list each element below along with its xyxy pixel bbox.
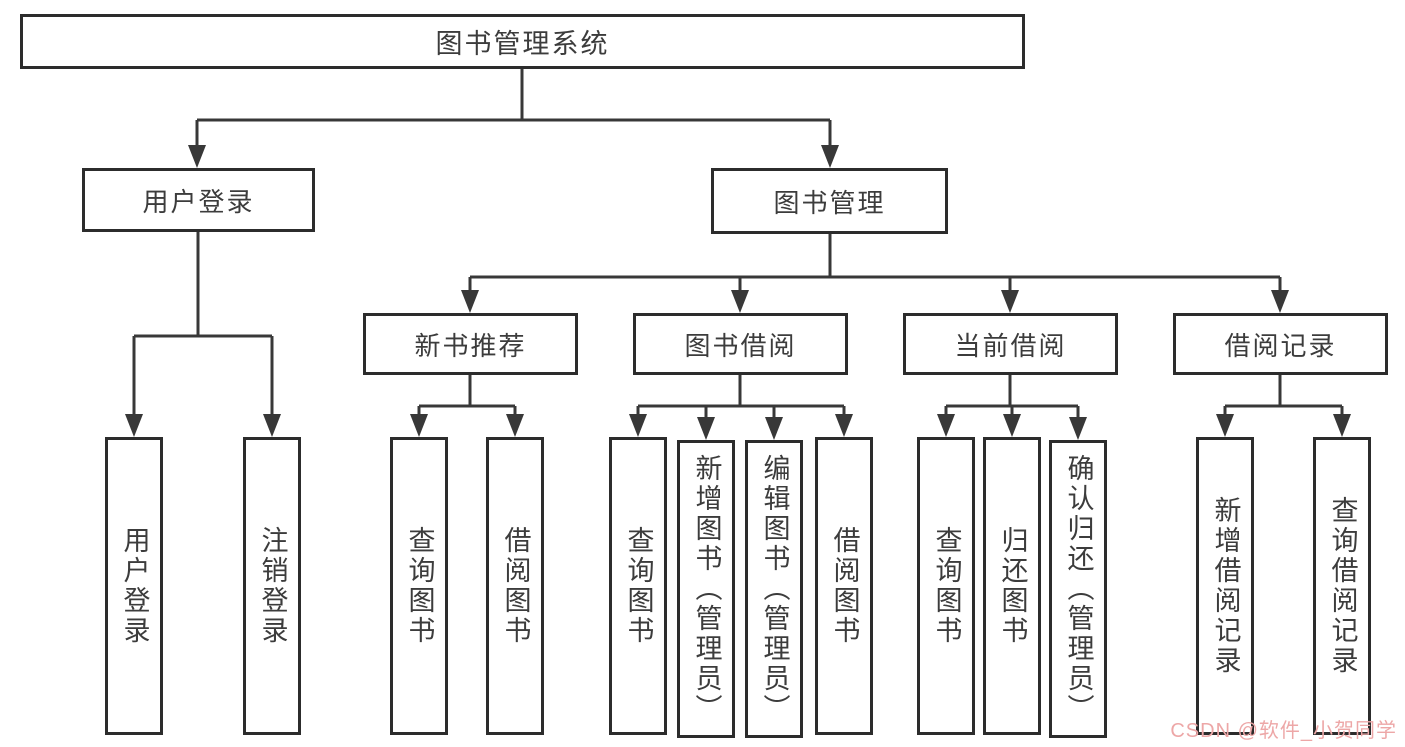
leaf-bb-edit-books-admin: 编辑图书（管理员）	[745, 440, 803, 738]
node-new-book-recommend: 新书推荐	[363, 313, 578, 375]
leaf-nb-borrow-books: 借阅图书	[486, 437, 544, 735]
leaf-nb-query-books: 查询图书	[390, 437, 448, 735]
watermark: CSDN @软件_小贺同学	[1170, 720, 1397, 742]
leaf-cb-confirm-return-admin: 确认归还（管理员）	[1049, 440, 1107, 738]
leaf-cb-query-books: 查询图书	[917, 437, 975, 735]
node-user-login: 用户登录	[82, 168, 315, 232]
node-book-borrowing: 图书借阅	[633, 313, 848, 375]
leaf-cb-return-books: 归还图书	[983, 437, 1041, 735]
leaf-br-add-record: 新增借阅记录	[1196, 437, 1254, 735]
node-root-system: 图书管理系统	[20, 14, 1025, 69]
leaf-user-login: 用户登录	[105, 437, 163, 735]
node-borrowing-records: 借阅记录	[1173, 313, 1388, 375]
leaf-bb-query-books: 查询图书	[609, 437, 667, 735]
arrowheads	[125, 145, 1351, 440]
leaf-br-query-record: 查询借阅记录	[1313, 437, 1371, 735]
leaf-logout-login: 注销登录	[243, 437, 301, 735]
node-book-management: 图书管理	[711, 168, 948, 234]
leaf-bb-add-books-admin: 新增图书（管理员）	[677, 440, 735, 738]
node-current-borrowing: 当前借阅	[903, 313, 1118, 375]
leaf-bb-borrow-books: 借阅图书	[815, 437, 873, 735]
